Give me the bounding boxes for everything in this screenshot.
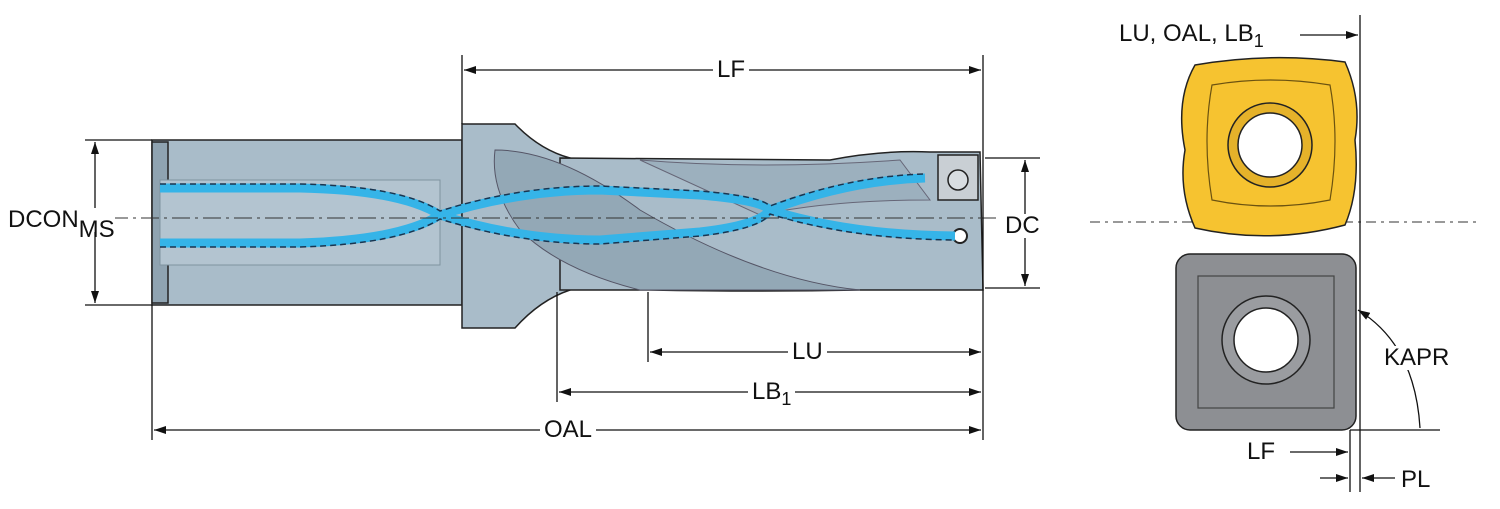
coolant-outlet <box>952 228 968 244</box>
drill-body <box>151 123 984 329</box>
label-pl: PL <box>1397 468 1435 492</box>
shank-flat <box>159 179 441 266</box>
label-ms: MS <box>78 216 115 243</box>
label-lf: LF <box>713 58 750 82</box>
insert-pocket <box>937 154 979 201</box>
label-oal: OAL <box>540 418 597 442</box>
label-dcon: DCON <box>8 206 79 233</box>
label-lb1: LB1 <box>748 378 796 409</box>
label-lu-oal-lb1: LU, OAL, LB1 <box>1115 22 1268 50</box>
label-dcon-ms: DCONMS <box>8 206 115 242</box>
label-lb: LB <box>752 378 782 405</box>
label-kapr: KAPR <box>1380 346 1454 370</box>
label-lb-sub: 1 <box>781 389 792 409</box>
coolant-channels <box>160 173 956 248</box>
insert-screw <box>947 169 969 191</box>
label-side-top: LU, OAL, LB <box>1119 20 1254 47</box>
label-dc: DC <box>1001 214 1044 238</box>
label-lu: LU <box>788 340 827 364</box>
insert-dimension-lines <box>1290 15 1440 492</box>
label-lf-insert: LF <box>1243 440 1280 464</box>
label-side-top-sub: 1 <box>1253 31 1264 51</box>
flute <box>493 149 861 291</box>
